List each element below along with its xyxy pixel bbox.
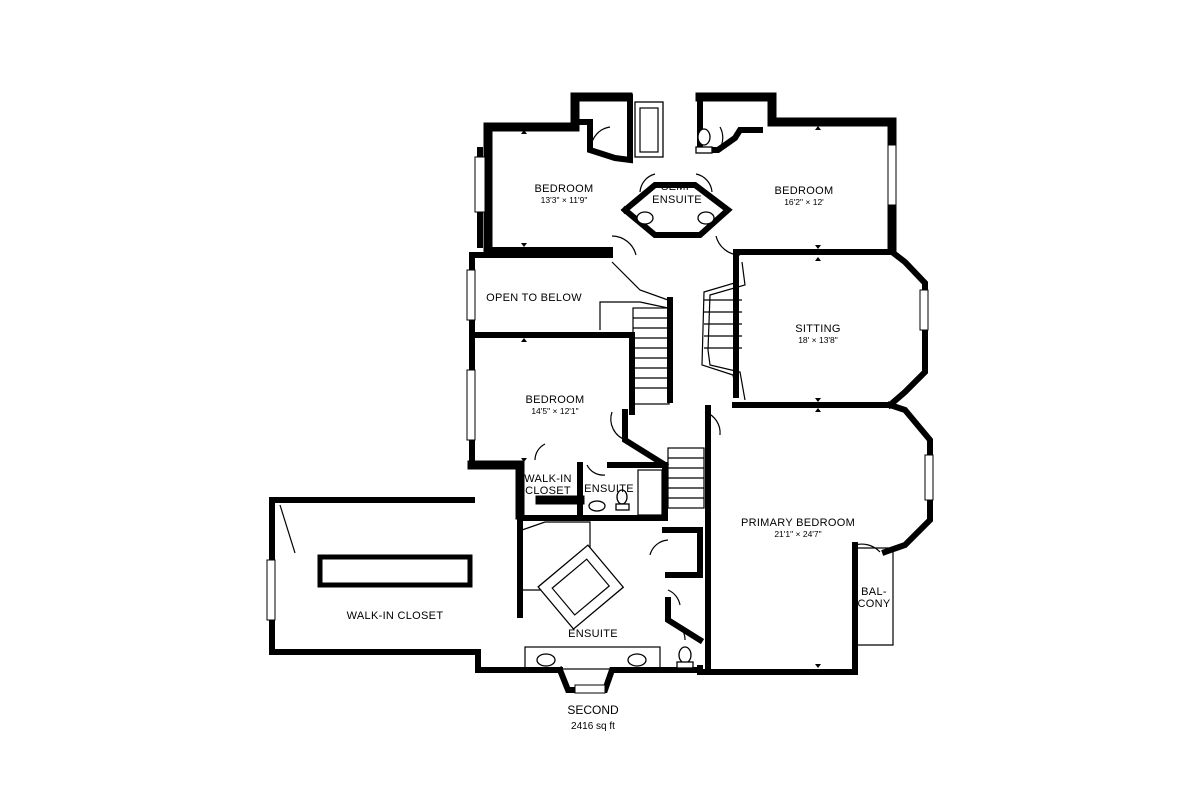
room-dims-primary-bedroom: 21'1" × 24'7": [774, 529, 821, 539]
exterior-walls: [269, 92, 933, 693]
room-label-walkin-closet-small: WALK-IN: [524, 473, 572, 485]
interior-details: [266, 101, 934, 694]
room-dims-bedroom-ne: 16'2" × 12': [784, 197, 824, 207]
floor-name: SECOND: [567, 703, 619, 717]
floor-area: 2416 sq ft: [571, 721, 615, 732]
room-label-ensuite-primary: ENSUITE: [568, 628, 618, 640]
room-label-primary-bedroom: PRIMARY BEDROOM: [741, 517, 855, 529]
room-label-walkin-closet-small-2: CLOSET: [525, 485, 571, 497]
room-label-bedroom-w: BEDROOM: [526, 394, 585, 406]
room-label-semi-ensuite: SEMI-: [661, 181, 693, 193]
room-label-ensuite-small: ENSUITE: [584, 483, 634, 495]
room-label-bedroom-nw: BEDROOM: [535, 183, 594, 195]
room-dims-sitting: 18' × 13'8": [798, 335, 838, 345]
room-label-balcony: BAL-: [861, 586, 887, 598]
room-label-bedroom-ne: BEDROOM: [775, 185, 834, 197]
room-label-open-to-below: OPEN TO BELOW: [486, 292, 582, 304]
room-label-semi-ensuite-2: ENSUITE: [652, 194, 702, 206]
room-label-walkin-closet-large: WALK-IN CLOSET: [347, 610, 444, 622]
room-label-balcony-2: CONY: [858, 598, 891, 610]
room-dims-bedroom-w: 14'5" × 12'1": [531, 406, 578, 416]
room-label-sitting: SITTING: [795, 323, 841, 335]
room-dims-bedroom-nw: 13'3" × 11'9": [541, 195, 588, 205]
dimension-markers: [521, 126, 821, 668]
